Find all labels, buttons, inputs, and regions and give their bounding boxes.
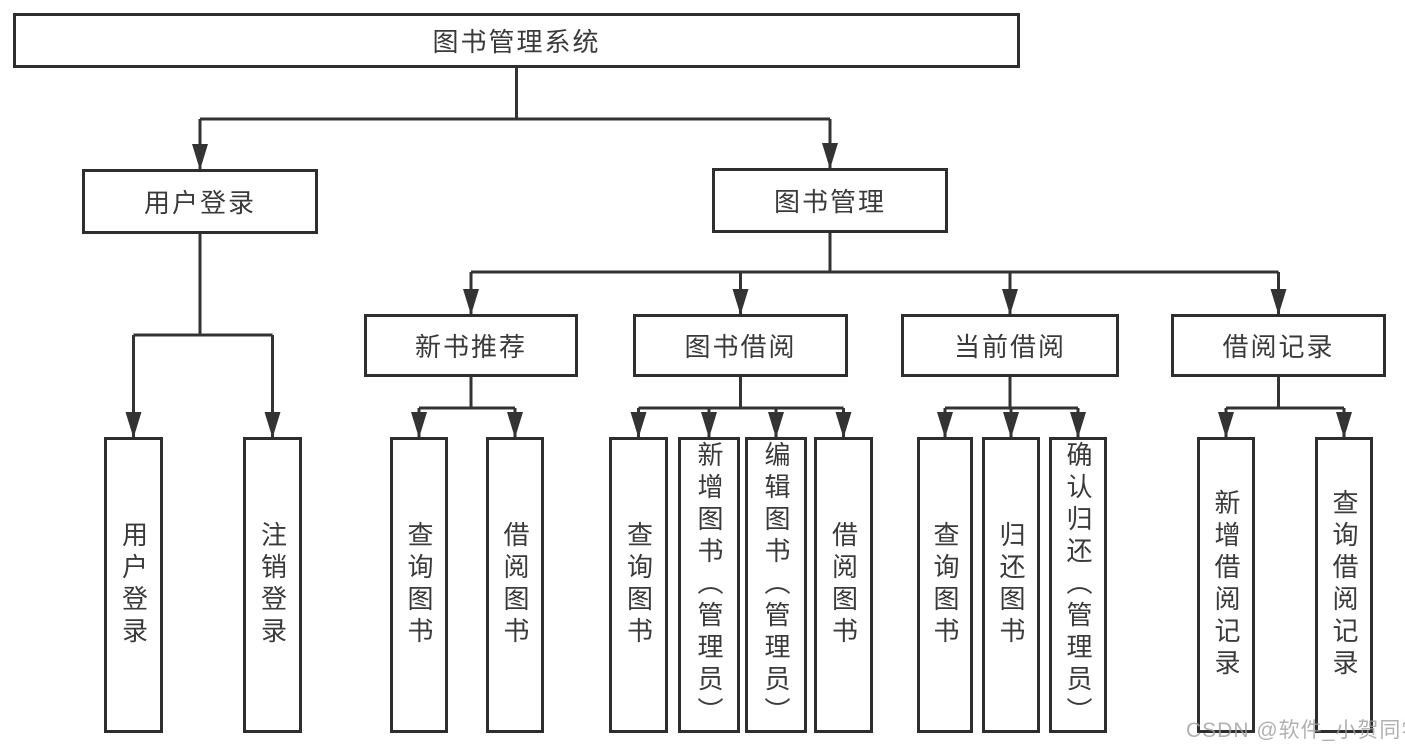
- leaf-user-login: 用户登录: [104, 437, 163, 733]
- node-new-book-recommend-label: 新书推荐: [414, 332, 527, 362]
- leaf-recommend-borrow-books: 借阅图书: [486, 437, 544, 733]
- leaf-add-book-admin: 新增图书（管理员）: [678, 437, 740, 733]
- leaf-logout-label: 注销登录: [257, 521, 288, 649]
- leaf-recommend-query-books: 查询图书: [390, 437, 448, 733]
- leaf-borrow-borrow-books: 借阅图书: [814, 437, 873, 733]
- leaf-edit-book-admin: 编辑图书（管理员）: [745, 437, 807, 733]
- leaf-add-borrow-record-label: 新增借阅记录: [1211, 489, 1241, 681]
- node-current-borrow: 当前借阅: [901, 314, 1119, 377]
- node-book-borrow-label: 图书借阅: [684, 332, 797, 362]
- leaf-recommend-borrow-books-label: 借阅图书: [500, 521, 530, 649]
- leaf-query-borrow-record: 查询借阅记录: [1315, 437, 1373, 733]
- node-book-management: 图书管理: [712, 168, 948, 233]
- leaf-return-books-label: 归还图书: [996, 521, 1026, 649]
- leaf-add-book-admin-label: 新增图书（管理员）: [694, 441, 724, 729]
- leaf-user-login-label: 用户登录: [118, 521, 149, 649]
- csdn-watermark: CSDN @软件_小贺同学: [1186, 719, 1405, 742]
- node-current-borrow-label: 当前借阅: [953, 332, 1066, 362]
- leaf-current-query-books: 查询图书: [917, 437, 973, 733]
- leaf-recommend-query-books-label: 查询图书: [404, 521, 434, 649]
- leaf-current-query-books-label: 查询图书: [930, 521, 960, 649]
- node-borrow-records-label: 借阅记录: [1222, 332, 1335, 362]
- node-book-management-label: 图书管理: [773, 187, 886, 217]
- leaf-confirm-return-admin: 确认归还（管理员）: [1049, 437, 1107, 733]
- node-user-login: 用户登录: [82, 169, 318, 234]
- leaf-edit-book-admin-label: 编辑图书（管理员）: [761, 441, 791, 729]
- node-borrow-records: 借阅记录: [1171, 314, 1386, 377]
- leaf-borrow-query-books: 查询图书: [609, 437, 668, 733]
- leaf-logout: 注销登录: [243, 437, 302, 733]
- leaf-query-borrow-record-label: 查询借阅记录: [1329, 489, 1359, 681]
- node-user-login-label: 用户登录: [143, 188, 256, 218]
- leaf-add-borrow-record: 新增借阅记录: [1197, 437, 1255, 733]
- leaf-return-books: 归还图书: [982, 437, 1040, 733]
- node-root: 图书管理系统: [13, 13, 1020, 68]
- leaf-borrow-borrow-books-label: 借阅图书: [828, 521, 859, 649]
- leaf-confirm-return-admin-label: 确认归还（管理员）: [1063, 441, 1093, 729]
- leaf-borrow-query-books-label: 查询图书: [623, 521, 654, 649]
- node-new-book-recommend: 新书推荐: [364, 314, 578, 377]
- node-book-borrow: 图书借阅: [633, 314, 848, 377]
- node-root-label: 图书管理系统: [432, 27, 601, 57]
